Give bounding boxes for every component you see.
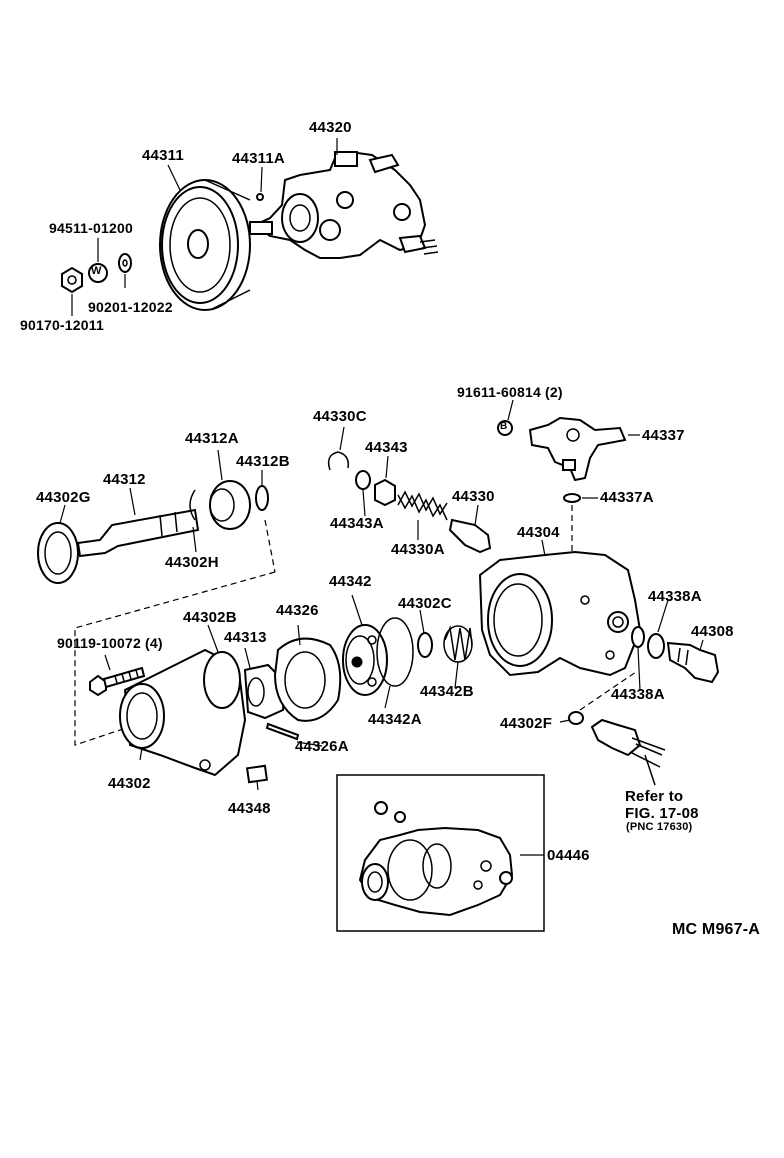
label-90170-12011: 90170-12011 [20, 317, 104, 333]
washer-90201[interactable] [118, 253, 132, 273]
bolt-b-91611[interactable] [497, 420, 513, 436]
label-44330C: 44330C [313, 408, 367, 425]
label-44312A: 44312A [185, 430, 239, 447]
bolt-90119[interactable] [89, 666, 146, 697]
label-44320: 44320 [309, 119, 352, 136]
label-44326A: 44326A [295, 738, 349, 755]
bearing-44312A[interactable] [189, 480, 251, 530]
refer-pnc-text: (PNC 17630) [626, 821, 693, 833]
body-44304[interactable] [478, 550, 642, 677]
label-44311A: 44311A [232, 150, 285, 167]
cam-ring-44326[interactable] [273, 637, 342, 722]
o-ring-44338A-a[interactable] [631, 626, 645, 648]
plug-44343[interactable] [374, 478, 396, 507]
fitting-44337[interactable] [528, 416, 627, 482]
washer-94511[interactable] [88, 263, 108, 283]
o-ring-44338A-b[interactable] [647, 633, 665, 659]
pin-44326A[interactable] [265, 722, 300, 741]
seal-44302G[interactable] [37, 522, 79, 584]
valve-44330[interactable] [448, 518, 492, 554]
label-44343A: 44343A [330, 515, 384, 532]
label-44311: 44311 [142, 147, 184, 164]
o-ring-44302F[interactable] [568, 711, 584, 725]
label-90119-10072: 90119-10072 (4) [57, 635, 163, 651]
label-44330A: 44330A [391, 541, 445, 558]
valve-44308[interactable] [666, 641, 720, 684]
label-90201-12022: 90201-12022 [88, 299, 173, 315]
label-44326: 44326 [276, 602, 319, 619]
label-44330: 44330 [452, 488, 495, 505]
pump-assembly-44320[interactable] [249, 150, 439, 259]
shaft-44312[interactable] [76, 508, 200, 558]
key-44311A[interactable] [256, 193, 264, 201]
gasket-44302B[interactable] [203, 651, 241, 709]
bolt-b-mark: B [500, 421, 508, 432]
refer-to-text: Refer to [625, 788, 684, 805]
o-ring-44343A[interactable] [355, 470, 371, 490]
plate-44348[interactable] [245, 764, 269, 784]
label-44313: 44313 [224, 629, 267, 646]
spring-44342B[interactable] [443, 625, 473, 663]
label-44302B: 44302B [183, 609, 237, 626]
label-44338A-bot: 44338A [611, 686, 665, 703]
pulley-44311[interactable] [159, 179, 251, 311]
label-44338A-top: 44338A [648, 588, 702, 605]
o-ring-44342A[interactable] [376, 617, 414, 687]
label-44302G: 44302G [36, 489, 91, 506]
label-44302H: 44302H [165, 554, 219, 571]
label-44304: 44304 [517, 524, 560, 541]
label-44342B: 44342B [420, 683, 474, 700]
label-44312B: 44312B [236, 453, 290, 470]
label-91611-60814: 91611-60814 (2) [457, 384, 563, 400]
label-44342A: 44342A [368, 711, 422, 728]
label-44337A: 44337A [600, 489, 654, 506]
label-44312: 44312 [103, 471, 146, 488]
gasket-kit-box-04446[interactable] [336, 774, 545, 932]
label-44342: 44342 [329, 573, 372, 590]
label-94511-01200: 94511-01200 [49, 220, 133, 236]
o-ring-44302C[interactable] [417, 632, 433, 658]
ring-44312B[interactable] [255, 485, 269, 511]
washer-w-mark: W [91, 265, 102, 277]
o-ring-44337A[interactable] [563, 493, 581, 503]
label-44302F: 44302F [500, 715, 553, 732]
diagram-code: MC M967-A [672, 921, 761, 938]
label-44348: 44348 [228, 800, 271, 817]
nut-90170[interactable] [61, 266, 83, 294]
label-44343: 44343 [365, 439, 408, 456]
plate-44342[interactable] [342, 624, 388, 696]
label-44302: 44302 [108, 775, 151, 792]
label-44308: 44308 [691, 623, 734, 640]
label-44302C: 44302C [398, 595, 452, 612]
label-04446: 04446 [547, 847, 590, 864]
pressure-switch[interactable] [590, 718, 666, 786]
refer-fig-link[interactable]: FIG. 17-08 [625, 805, 699, 822]
spring-44330A[interactable] [397, 490, 448, 521]
snap-ring-44330C[interactable] [327, 451, 350, 471]
label-44337: 44337 [642, 427, 685, 444]
